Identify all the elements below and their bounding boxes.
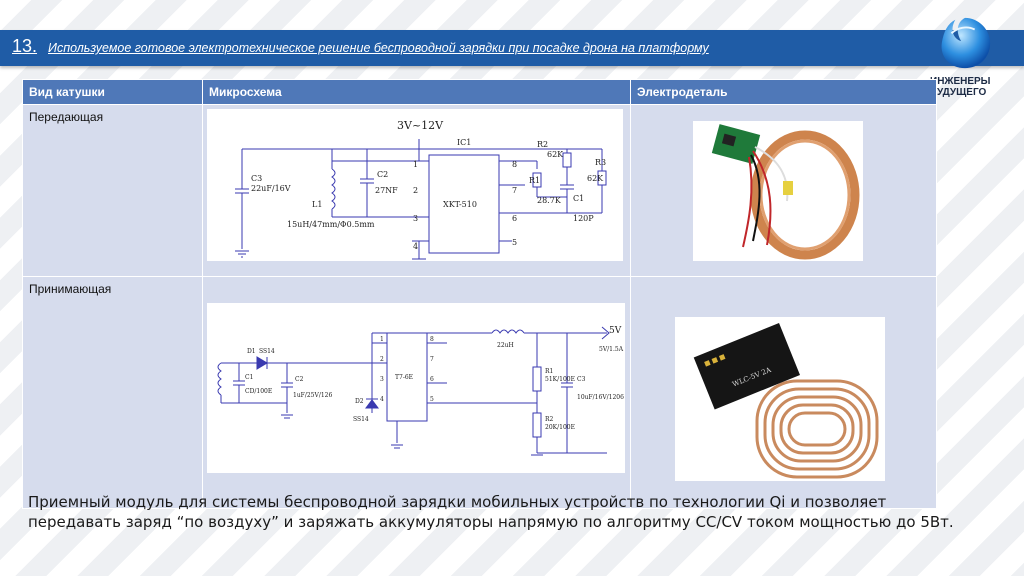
- c1-label: C1: [573, 194, 584, 203]
- logo-text-line1: ИНЖЕНЕРЫ: [930, 76, 991, 87]
- pin-label: 8: [430, 336, 434, 343]
- schematic-cell: 5V 5V/1.5A T7-6E D1 SS14 D2 SS14 22uH C1…: [202, 276, 631, 509]
- c2-label: C2: [295, 376, 304, 383]
- pin-label: 5: [512, 238, 517, 247]
- pin-label: 6: [512, 214, 517, 223]
- r2-value: 20K/100E: [545, 424, 575, 431]
- pin-label: 1: [413, 160, 418, 169]
- ic-ref-label: IC1: [457, 138, 471, 147]
- c3-label: C3: [577, 376, 586, 383]
- r3-label: R3: [595, 158, 606, 167]
- c3-label: C3: [251, 174, 262, 183]
- slide-title: Используемое готовое электротехническое …: [48, 41, 709, 55]
- schematic-cell: 3V~12V IC1 XKT-510 C3 22uF/16V L1 15uH/4…: [202, 104, 631, 277]
- receiver-coil-photo: WLC-5V 2A: [675, 317, 885, 481]
- d2-label: D2: [355, 398, 364, 405]
- slide-number: 13.: [12, 36, 38, 56]
- supply-label: 3V~12V: [397, 119, 444, 132]
- receiver-schematic: 5V 5V/1.5A T7-6E D1 SS14 D2 SS14 22uH C1…: [207, 303, 625, 473]
- ic-name-label: T7-6E: [395, 374, 413, 381]
- inductor-value: 22uH: [497, 342, 514, 349]
- r3-value: 62K: [587, 174, 604, 183]
- r1-value: 28.7K: [537, 196, 562, 205]
- table-row: Передающая: [22, 104, 937, 277]
- r2-value: 62K: [547, 150, 564, 159]
- components-table: Вид катушки Микросхема Электродеталь Пер…: [22, 79, 937, 509]
- column-header: Вид катушки: [22, 79, 203, 105]
- logo: ИНЖЕНЕРЫ БУДУЩЕГО: [930, 10, 1000, 100]
- table-header-row: Вид катушки Микросхема Электродеталь: [22, 79, 937, 105]
- d1-label: D1: [247, 348, 256, 355]
- description-text: Приемный модуль для системы беспроводной…: [28, 493, 954, 531]
- d1-value: SS14: [259, 348, 275, 355]
- pin-label: 4: [380, 396, 384, 403]
- r2-label: R2: [545, 416, 554, 423]
- coil-type-cell: Принимающая: [22, 276, 203, 509]
- pin-label: 5: [430, 396, 434, 403]
- coil-type-cell: Передающая: [22, 104, 203, 277]
- c3-value: 22uF/16V: [251, 184, 291, 193]
- cin-value: CD/100E: [245, 388, 272, 395]
- column-header: Электродеталь: [630, 79, 937, 105]
- table-row: Принимающая: [22, 276, 937, 509]
- component-photo-cell: [630, 104, 937, 277]
- column-header: Микросхема: [202, 79, 631, 105]
- d2-value: SS14: [353, 416, 369, 423]
- pin-label: 2: [413, 186, 418, 195]
- r2-label: R2: [537, 140, 548, 149]
- logo-text-line2: БУДУЩЕГО: [930, 87, 987, 98]
- pin-label: 2: [380, 356, 384, 363]
- ic-name-label: XKT-510: [443, 200, 477, 209]
- pin-label: 3: [413, 214, 418, 223]
- pin-label: 4: [413, 242, 418, 251]
- c2-value: 1uF/25V/126: [293, 392, 332, 399]
- pin-label: 8: [512, 160, 517, 169]
- logo-drop-icon: [941, 17, 991, 69]
- component-photo-cell: WLC-5V 2A: [630, 276, 937, 509]
- r1-label: R1: [529, 176, 540, 185]
- c2-value: 27NF: [375, 186, 398, 195]
- transmitter-coil-photo: [693, 121, 863, 261]
- c3-value: 10uF/16V/1206: [577, 394, 624, 401]
- transmitter-schematic: 3V~12V IC1 XKT-510 C3 22uF/16V L1 15uH/4…: [207, 109, 623, 261]
- pin-label: 6: [430, 376, 434, 383]
- pin-label: 3: [380, 376, 384, 383]
- c2-label: C2: [377, 170, 388, 179]
- output-voltage-label: 5V: [609, 326, 622, 336]
- r1-label: R1: [545, 368, 553, 375]
- l1-value: 15uH/47mm/Φ0.5mm: [287, 220, 375, 229]
- cin-label: C1: [245, 374, 253, 381]
- pin-label: 7: [512, 186, 517, 195]
- pin-label: 7: [430, 356, 434, 363]
- slide-header: 13. Используемое готовое электротехничес…: [0, 30, 1024, 66]
- c1-value: 120P: [573, 214, 594, 223]
- r1-value: 51K/100E: [545, 376, 575, 383]
- pin-label: 1: [380, 336, 384, 343]
- output-rating-label: 5V/1.5A: [599, 346, 624, 353]
- l1-label: L1: [312, 200, 322, 209]
